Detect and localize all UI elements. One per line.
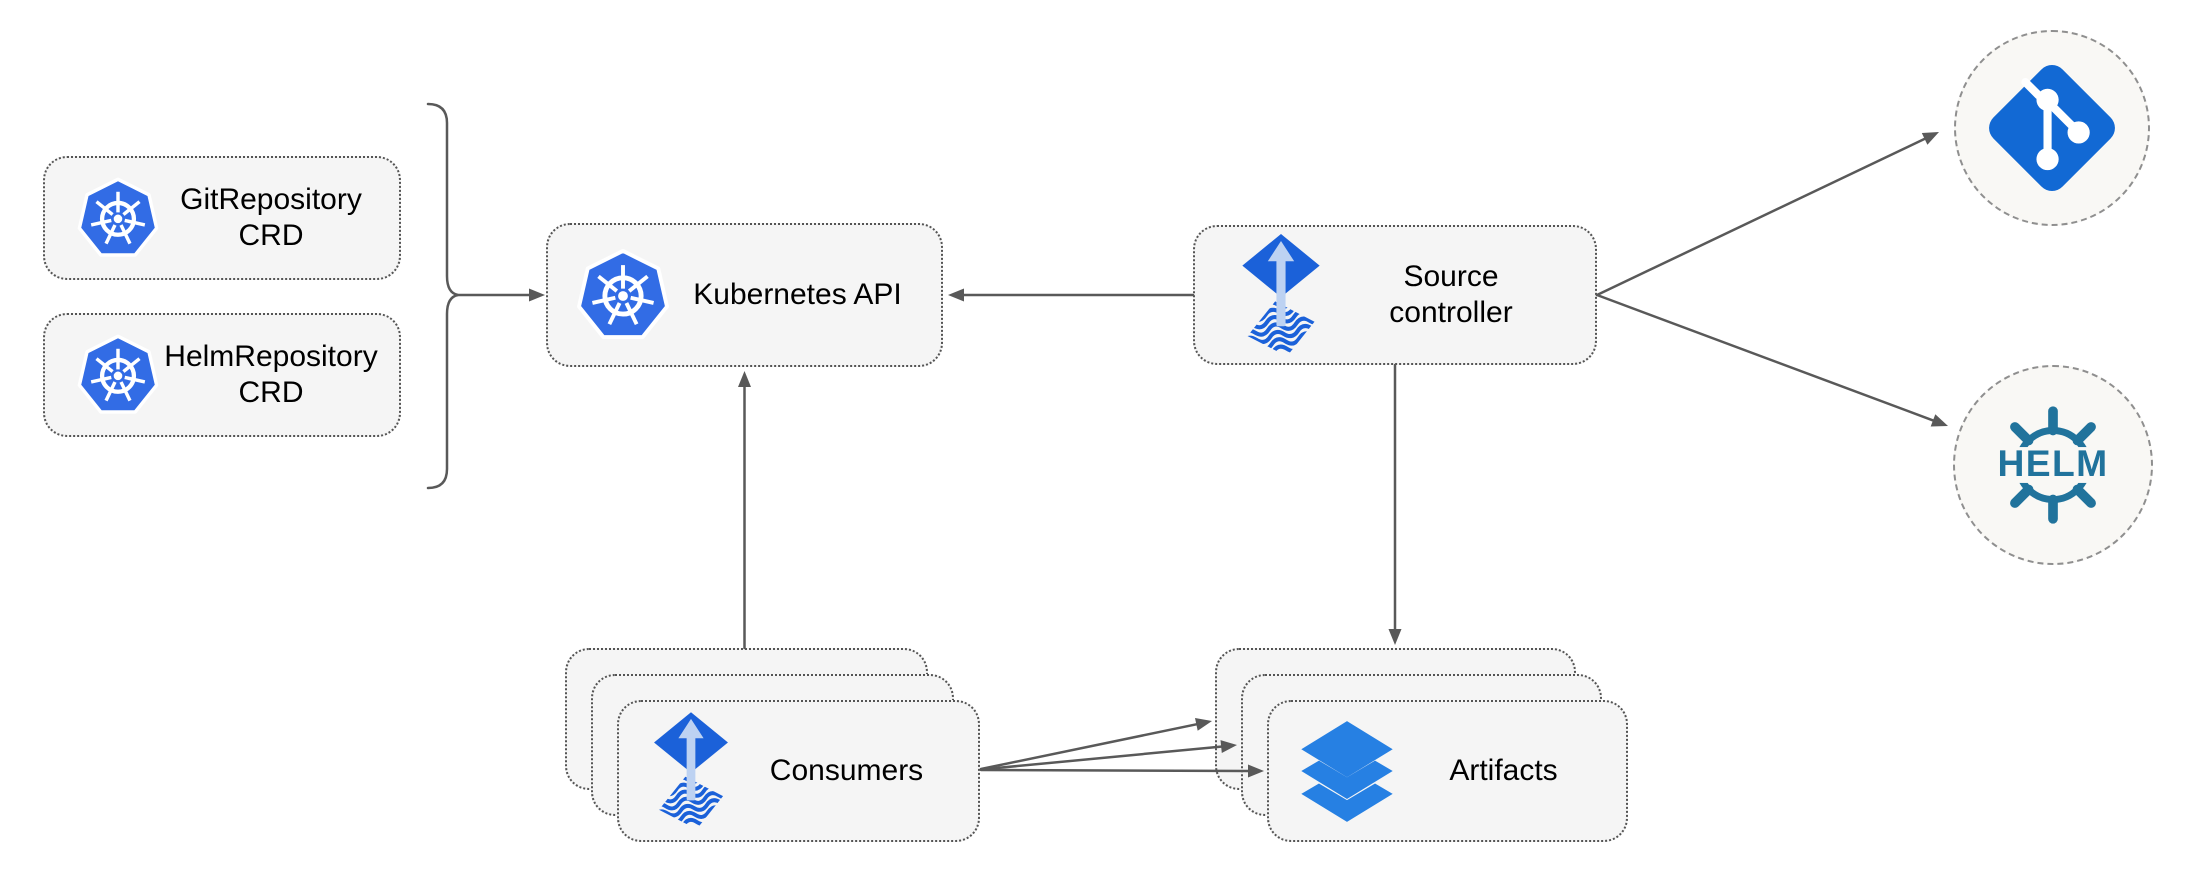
node-git-repository: [1954, 30, 2150, 226]
node-label: Artifacts: [1449, 754, 1558, 787]
edge-source-to-helm: [1595, 293, 1935, 422]
node-label: HelmRepository CRD: [161, 339, 399, 411]
edge-consumers-to-artifacts-2: [979, 745, 1223, 771]
label-line1: HelmRepository: [164, 340, 378, 373]
kubernetes-icon: [75, 332, 161, 418]
layers-icon: [1295, 717, 1399, 825]
label-line2: CRD: [238, 376, 304, 409]
edge-source-to-git: [1595, 137, 1926, 297]
label-line2: CRD: [238, 219, 304, 252]
kubernetes-icon: [75, 175, 161, 261]
node-label: Source controller: [1325, 259, 1595, 331]
node-helm-repository: HELM: [1953, 365, 2153, 565]
git-icon: [1978, 54, 2126, 202]
node-label: Consumers: [769, 754, 924, 787]
node-label: GitRepository CRD: [161, 182, 399, 254]
helm-icon: HELM: [1984, 396, 2122, 534]
node-kubernetes-api: Kubernetes API: [546, 223, 943, 367]
kubernetes-icon: [574, 246, 672, 344]
node-artifacts: Artifacts: [1267, 700, 1628, 842]
label-line1: Source: [1403, 260, 1499, 293]
label-line1: GitRepository: [180, 183, 362, 216]
node-consumers: Consumers: [617, 700, 980, 842]
node-label: Kubernetes API: [693, 278, 902, 311]
helm-wordmark: HELM: [1997, 442, 2108, 484]
node-gitrepository-crd: GitRepository CRD: [43, 156, 401, 280]
label-line2: controller: [1389, 296, 1513, 329]
node-source-controller: Source controller: [1193, 225, 1597, 365]
crd-group-brace: [426, 102, 459, 490]
edge-consumers-to-artifacts-1: [979, 723, 1198, 771]
flux-source-icon: [649, 712, 733, 830]
edge-consumers-to-artifacts-3: [979, 768, 1250, 773]
flux-source-icon: [1237, 233, 1325, 357]
node-helmrepository-crd: HelmRepository CRD: [43, 313, 401, 437]
